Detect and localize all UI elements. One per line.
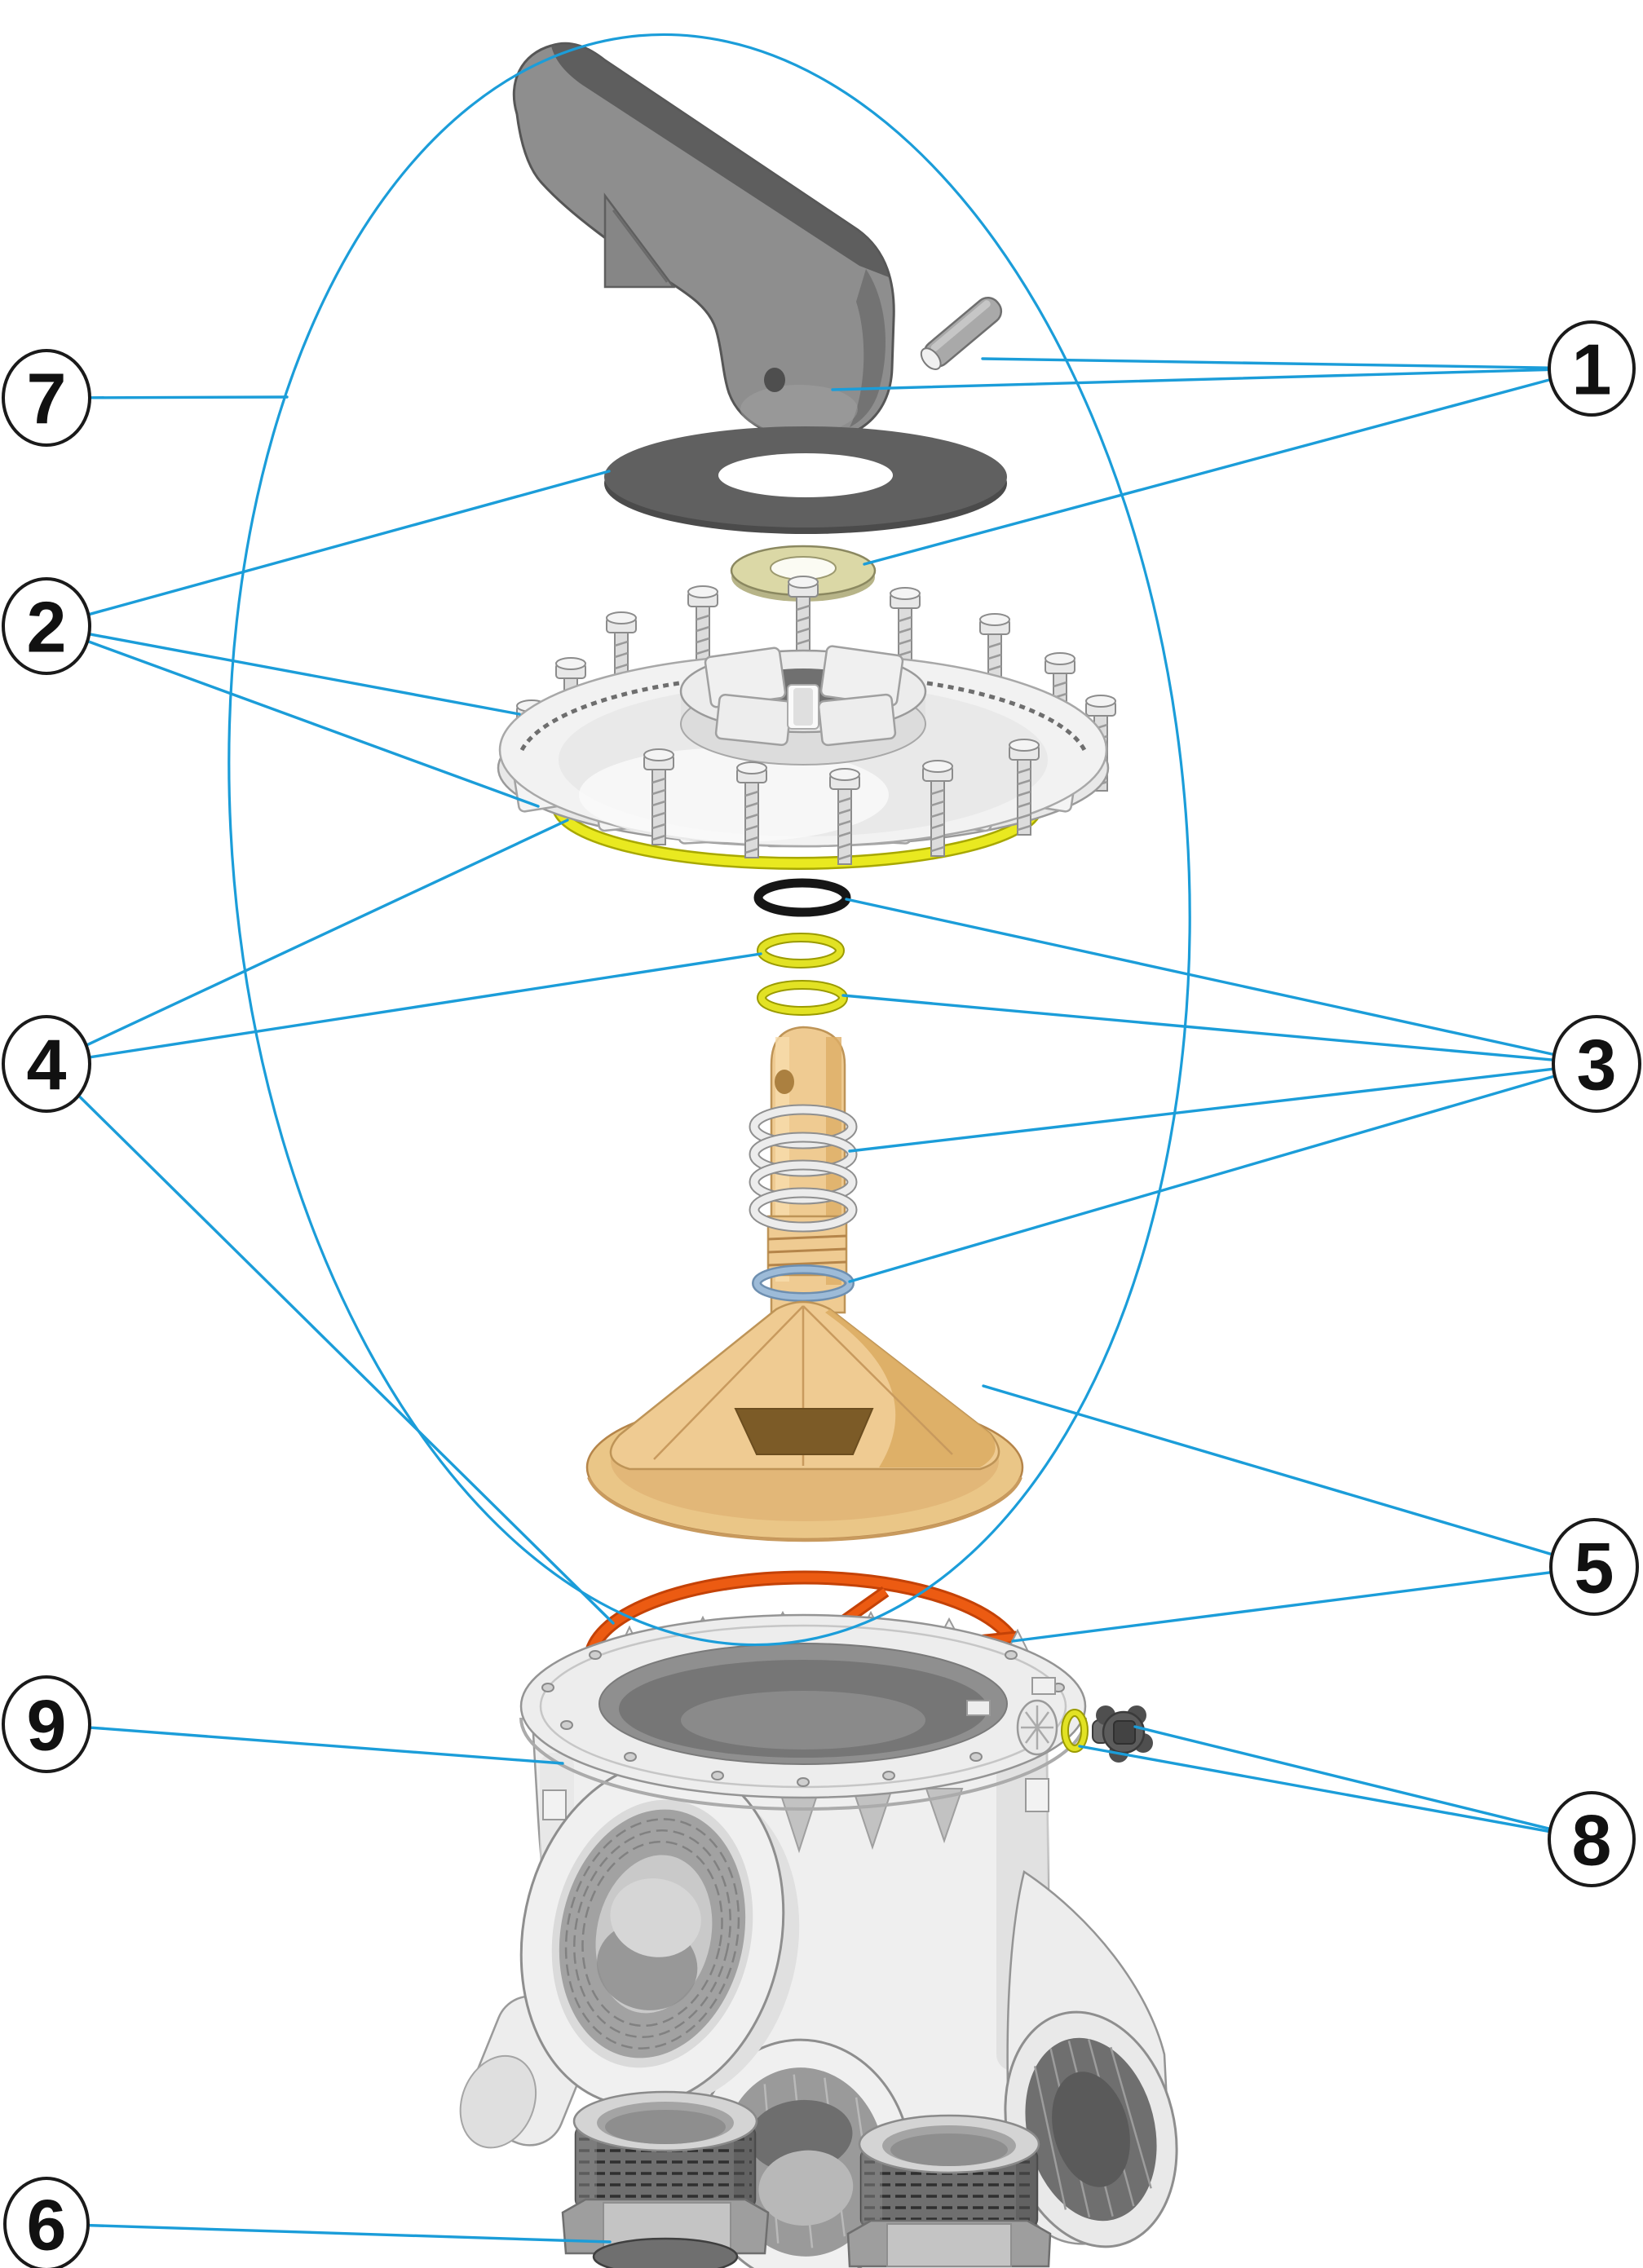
leader-line-2	[87, 633, 521, 716]
leader-line-3	[845, 898, 1556, 1057]
leader-line-1	[981, 357, 1551, 369]
callout-8: 8	[1548, 1791, 1636, 1887]
callout-number: 9	[27, 1685, 67, 1766]
callout-circle	[2, 349, 91, 447]
callout-5: 5	[1549, 1518, 1639, 1616]
leader-line-8	[1078, 1745, 1552, 1833]
leader-line-9	[88, 1726, 564, 1765]
callout-circle	[1552, 1015, 1641, 1113]
callout-number: 4	[27, 1025, 67, 1105]
leader-line-7	[88, 395, 289, 399]
drain-oring	[1061, 1709, 1089, 1753]
body-right-port	[1004, 1869, 1178, 2248]
flange-bolt-holes	[541, 1650, 1065, 1787]
body-drain-boss	[966, 1677, 1058, 1756]
diverter-rotor	[585, 1300, 1024, 1542]
handle-fin	[603, 192, 676, 289]
callout-9: 9	[2, 1675, 91, 1773]
leader-line-3	[848, 1074, 1557, 1283]
leader-line-4	[76, 1092, 615, 1625]
callout-circle	[2, 577, 91, 675]
body-left-port	[519, 1760, 800, 2107]
rotor-front-vent	[734, 1408, 874, 1455]
leader-line-4	[84, 819, 569, 1048]
callout-circle	[2, 1675, 91, 1773]
leader-line-3	[841, 994, 1555, 1061]
callout-4: 4	[2, 1015, 91, 1113]
body-flange	[519, 1613, 1087, 1811]
leader-lines-layer	[76, 33, 1557, 2244]
callout-circle	[1548, 320, 1636, 417]
callout-circle	[1549, 1518, 1639, 1616]
callout-layer: 1 2 3 4 5 6 7 8 9	[2, 320, 1641, 2268]
shaft-oring-yellow-upper	[757, 933, 845, 969]
leader-line-8	[1133, 1725, 1552, 1831]
callout-6: 6	[3, 2177, 90, 2268]
shaft-oring-black	[753, 878, 851, 917]
leader-line-5	[982, 1384, 1554, 1556]
callout-number: 2	[27, 587, 67, 668]
parts-layer	[459, 42, 1178, 2268]
callout-2: 2	[2, 577, 91, 675]
handle-pin	[920, 296, 1003, 371]
leader-line-4	[87, 952, 762, 1059]
drain-plug-knob	[1092, 1705, 1153, 1763]
leader-line-2	[86, 470, 611, 616]
handle-hole	[764, 368, 785, 392]
callout-circle	[3, 2177, 90, 2268]
cover-flat-gasket	[604, 426, 1007, 534]
spindle-hole	[775, 1070, 794, 1094]
callout-number: 1	[1572, 329, 1612, 410]
callout-number: 3	[1577, 1025, 1617, 1105]
leader-line-3	[848, 1067, 1556, 1153]
legend-ellipse	[227, 33, 1191, 1647]
leader-line-2	[86, 639, 540, 808]
spindle-spring	[749, 1104, 858, 1233]
callout-circle	[2, 1015, 91, 1113]
callout-1: 1	[1548, 320, 1636, 417]
shaft-oring-yellow-lower	[757, 980, 848, 1016]
leader-line-6	[86, 2223, 612, 2244]
port-adapter-right	[846, 2114, 1052, 2268]
leader-line-1	[831, 368, 1551, 391]
valve-body	[459, 1610, 1178, 2268]
callout-number: 5	[1575, 1528, 1614, 1608]
spindle-oring-blue	[752, 1264, 855, 1302]
callout-number: 7	[27, 359, 67, 439]
lid-hub	[679, 645, 927, 766]
port-adapter-left	[561, 2090, 770, 2268]
leader-line-1	[863, 377, 1552, 566]
callout-3: 3	[1552, 1015, 1641, 1113]
handle-lever	[512, 42, 895, 442]
callout-7: 7	[2, 349, 91, 447]
callout-number: 8	[1572, 1800, 1612, 1881]
callout-number: 6	[27, 2185, 67, 2266]
leader-line-5	[1011, 1571, 1553, 1643]
callout-circle	[1548, 1791, 1636, 1887]
